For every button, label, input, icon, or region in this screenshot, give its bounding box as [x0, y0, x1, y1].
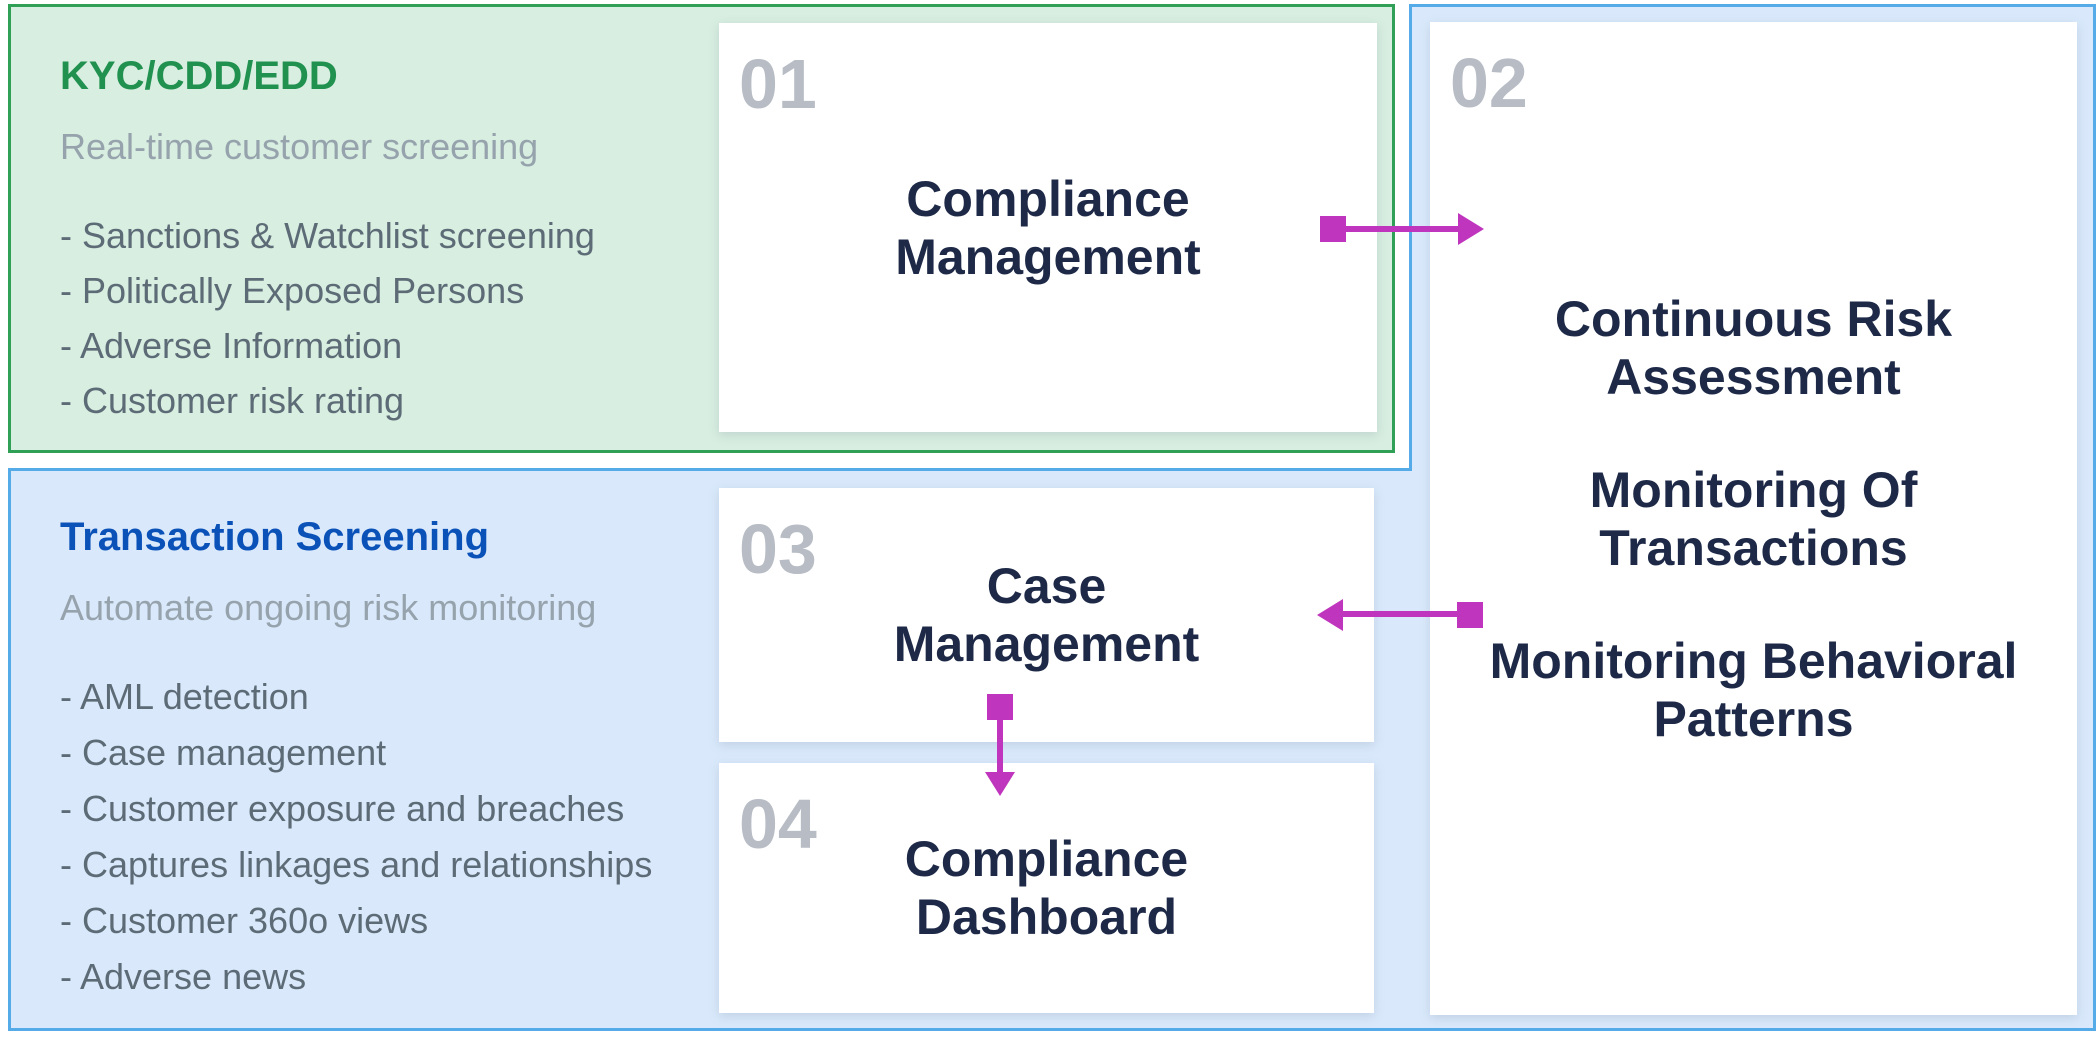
arrowhead-left-icon [1317, 599, 1343, 631]
blue-panel-border-segment [8, 468, 1412, 471]
connector-line [1346, 226, 1460, 232]
step-line: Monitoring Behavioral Patterns [1489, 632, 2018, 747]
connector-square [987, 694, 1013, 720]
step-box-compliance-management: 01 Compliance Management [719, 23, 1377, 432]
list-item: - Adverse news [60, 956, 307, 997]
connector-line [997, 720, 1003, 774]
step-title: Case Management [893, 558, 1200, 672]
step-number: 01 [739, 45, 817, 123]
list-item: - Sanctions & Watchlist screening [60, 215, 595, 256]
transaction-feature-list: - AML detection - Case management - Cust… [60, 669, 2093, 1005]
list-item: - Customer 360o views [60, 900, 429, 941]
list-item: - Case management [60, 732, 387, 773]
kyc-panel-title: KYC/CDD/EDD [60, 54, 338, 98]
arrowhead-right-icon [1458, 213, 1484, 245]
step-title: Compliance Management [895, 170, 1201, 285]
step-line: Continuous Risk Assessment [1554, 290, 1953, 405]
step-title: Compliance Dashboard [904, 831, 1189, 945]
list-item: - AML detection [60, 676, 309, 717]
step-box-continuous-risk-assessment: 02 Continuous Risk Assessment Monitoring… [1430, 22, 2077, 1015]
connector-square [1457, 602, 1483, 628]
step-number: 03 [739, 510, 817, 588]
transaction-panel-subtitle: Automate ongoing risk monitoring [60, 587, 597, 628]
list-item: - Captures linkages and relationships [60, 844, 653, 885]
kyc-feature-list: - Sanctions & Watchlist screening - Poli… [60, 208, 1392, 428]
list-item: - Politically Exposed Persons [60, 270, 525, 311]
arrowhead-down-icon [985, 772, 1015, 796]
step-box-case-management: 03 Case Management [719, 488, 1374, 742]
list-item: - Customer exposure and breaches [60, 788, 625, 829]
connector-square [1320, 216, 1346, 242]
list-item: - Adverse Information [60, 325, 403, 366]
transaction-panel-title: Transaction Screening [60, 515, 490, 559]
connector-line [1343, 611, 1457, 617]
step-number: 02 [1450, 44, 1528, 122]
step-box-compliance-dashboard: 04 Compliance Dashboard [719, 763, 1374, 1013]
list-item: - Customer risk rating [60, 380, 405, 421]
step-number: 04 [739, 785, 817, 863]
kyc-panel-subtitle: Real-time customer screening [60, 126, 539, 167]
step-line: Monitoring Of Transactions [1589, 461, 1918, 576]
